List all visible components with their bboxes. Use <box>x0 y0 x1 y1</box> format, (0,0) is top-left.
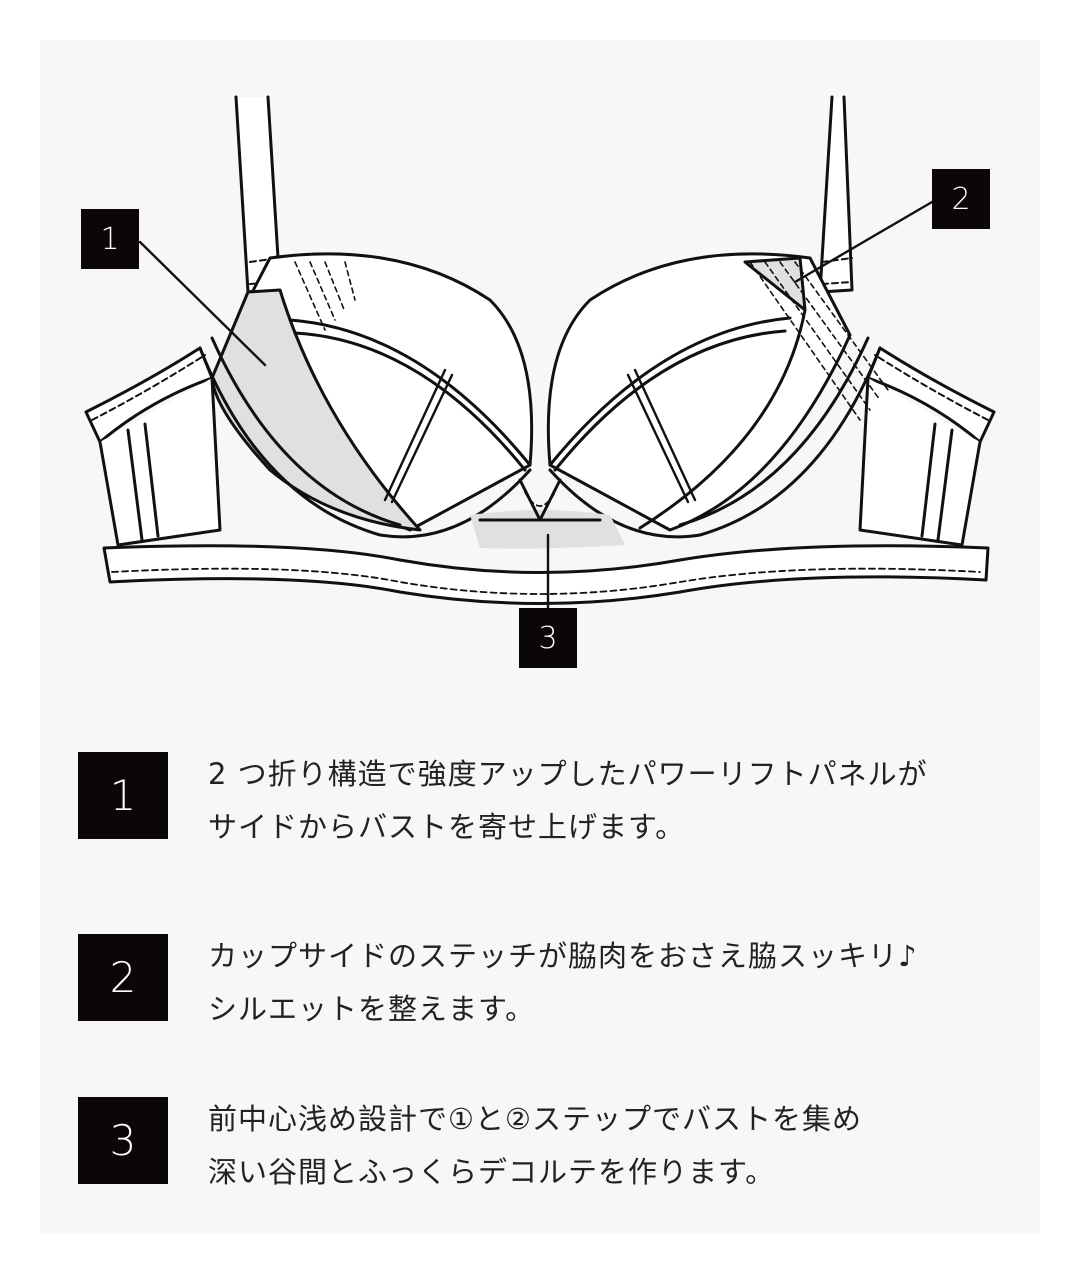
left-side-panel <box>98 376 222 547</box>
legend-line: 2 つ折り構造で強度アップしたパワーリフトパネルが <box>208 757 928 791</box>
legend-line: シルエットを整えます。 <box>208 992 536 1026</box>
right-underwire <box>548 346 882 539</box>
callout-2: 2 <box>932 169 990 229</box>
legend-item-3: 3 前中心浅め設計で①と②ステップでバストを集め 深い谷間とふっくらデコルテを作… <box>78 1097 862 1199</box>
legend-line: 深い谷間とふっくらデコルテを作ります。 <box>208 1155 776 1189</box>
legend-description: 前中心浅め設計で①と②ステップでバストを集め 深い谷間とふっくらデコルテを作りま… <box>208 1093 862 1199</box>
right-side-panel <box>858 376 982 547</box>
callout-3: 3 <box>519 608 577 668</box>
legend-number-badge: 2 <box>78 934 168 1021</box>
legend-item-2: 2 カップサイドのステッチが脇肉をおさえ脇スッキリ♪ シルエットを整えます。 <box>78 934 918 1036</box>
legend-description: 2 つ折り構造で強度アップしたパワーリフトパネルが サイドからバストを寄せ上げま… <box>208 748 928 854</box>
legend-number-badge: 1 <box>78 752 168 839</box>
legend-number-badge: 3 <box>78 1097 168 1184</box>
legend-description: カップサイドのステッチが脇肉をおさえ脇スッキリ♪ シルエットを整えます。 <box>208 930 918 1036</box>
right-cup-outer <box>546 252 852 532</box>
leader-line-2 <box>793 200 934 284</box>
bottom-band <box>102 544 990 605</box>
left-underwire <box>198 346 532 539</box>
callout-1: 1 <box>81 209 139 269</box>
cup-side-stitch-area-2 <box>743 256 807 312</box>
legend-line: カップサイドのステッチが脇肉をおさえ脇スッキリ♪ <box>208 939 918 973</box>
legend-item-1: 1 2 つ折り構造で強度アップしたパワーリフトパネルが サイドからバストを寄せ上… <box>78 752 928 854</box>
legend-line: サイドからバストを寄せ上げます。 <box>208 810 686 844</box>
right-strap <box>818 95 854 294</box>
bra-diagram <box>84 95 996 614</box>
legend-line: 前中心浅め設計で①と②ステップでバストを集め <box>208 1102 862 1136</box>
leader-line-1 <box>138 240 267 367</box>
power-lift-panel-1 <box>210 288 422 532</box>
